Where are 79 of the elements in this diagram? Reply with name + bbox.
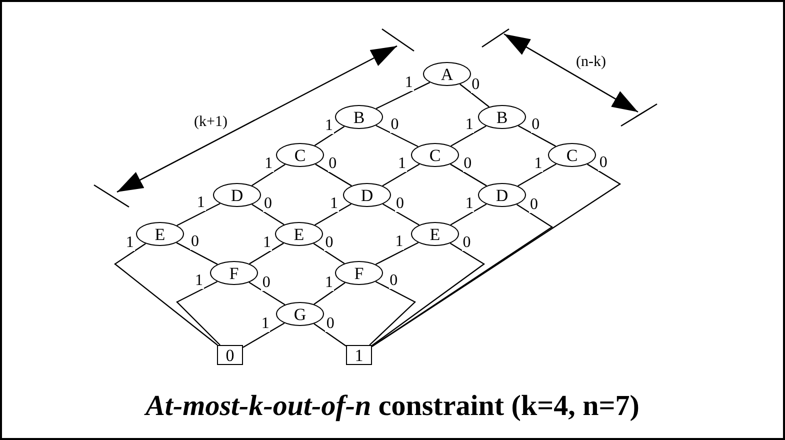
- connector-line: [382, 203, 420, 226]
- edge-label: 1: [194, 272, 204, 289]
- edge-label: 1: [328, 196, 339, 212]
- edge-label: 0: [395, 196, 405, 212]
- connector-line: [450, 204, 487, 226]
- connector-line: [369, 281, 416, 346]
- decision-node: C: [411, 143, 459, 167]
- edge-label: 0: [324, 234, 334, 251]
- edge-label: 1: [124, 235, 135, 252]
- edge-label: 1: [464, 117, 474, 134]
- edge-label: 1: [260, 316, 270, 332]
- decision-node: D: [343, 183, 391, 207]
- edge-label: 1: [262, 234, 272, 251]
- connector-line: [176, 242, 218, 265]
- edge-label: 0: [328, 156, 338, 172]
- connector-line: [242, 322, 285, 348]
- decision-node: F: [335, 261, 383, 285]
- decision-node: D: [213, 183, 261, 207]
- connector-line: [372, 242, 486, 346]
- decision-node: C: [276, 143, 324, 167]
- connector-line: [450, 125, 486, 147]
- connector-line: [314, 323, 346, 346]
- connector-line: [313, 243, 345, 264]
- decision-node: C: [548, 143, 596, 167]
- decision-node: G: [276, 302, 324, 326]
- dimension-label: (k+1): [194, 115, 228, 130]
- connector-line: [518, 125, 556, 147]
- edge-label: 1: [324, 118, 334, 134]
- connector-line: [450, 164, 487, 186]
- dimension-label: (n-k): [576, 55, 606, 70]
- edge-label: 1: [464, 196, 474, 212]
- connector-line: [252, 204, 284, 226]
- edge-label: 0: [462, 234, 472, 251]
- edge-label: 0: [262, 196, 273, 212]
- decision-node: A: [423, 62, 471, 86]
- edge-label: 0: [261, 274, 272, 290]
- terminal-box: 1: [346, 345, 372, 365]
- edge-label: 1: [196, 195, 206, 212]
- connector-line: [372, 204, 554, 347]
- connector-line: [375, 242, 419, 265]
- edge-label: 1: [264, 156, 274, 172]
- edge-label: 0: [390, 116, 400, 133]
- edge-label: 1: [394, 234, 404, 250]
- caption: At-most-k-out-of-n constraint (k=4, n=7): [143, 390, 640, 423]
- connector-line: [460, 84, 490, 108]
- connector-line: [249, 242, 284, 264]
- edge-label: 0: [528, 196, 539, 213]
- connector-line: [376, 124, 418, 148]
- connector-line: [314, 126, 345, 146]
- decision-node: B: [478, 105, 526, 129]
- connector-line: [314, 203, 352, 226]
- connector-line: [518, 163, 556, 187]
- decision-node: D: [478, 183, 526, 207]
- decision-node: E: [275, 222, 323, 246]
- edge-label: 1: [404, 74, 414, 91]
- decision-node: B: [335, 105, 383, 129]
- edge-label: 0: [462, 156, 473, 172]
- edge-label: 1: [324, 274, 334, 291]
- edge-label: 0: [325, 316, 336, 332]
- edge-label: 0: [190, 234, 200, 250]
- decision-node: E: [136, 222, 184, 246]
- connector-line: [376, 82, 430, 110]
- edge-label: 1: [396, 156, 407, 172]
- terminal-box: 0: [217, 345, 243, 365]
- connector-line: [314, 282, 346, 305]
- connector-line: [176, 202, 220, 226]
- connector-line: [114, 243, 218, 346]
- decision-node: E: [411, 222, 459, 246]
- edge-label: 0: [388, 272, 399, 289]
- edge-label: 0: [530, 117, 541, 134]
- edge-label: 0: [470, 76, 481, 93]
- connector-line: [176, 281, 220, 346]
- decision-node: F: [210, 261, 258, 285]
- connector-line: [248, 282, 286, 306]
- connector-line: [315, 164, 352, 186]
- connector-line: [382, 164, 420, 186]
- edge-label: 0: [598, 155, 608, 172]
- edge-label: 1: [533, 156, 544, 172]
- connector-line: [251, 164, 286, 186]
